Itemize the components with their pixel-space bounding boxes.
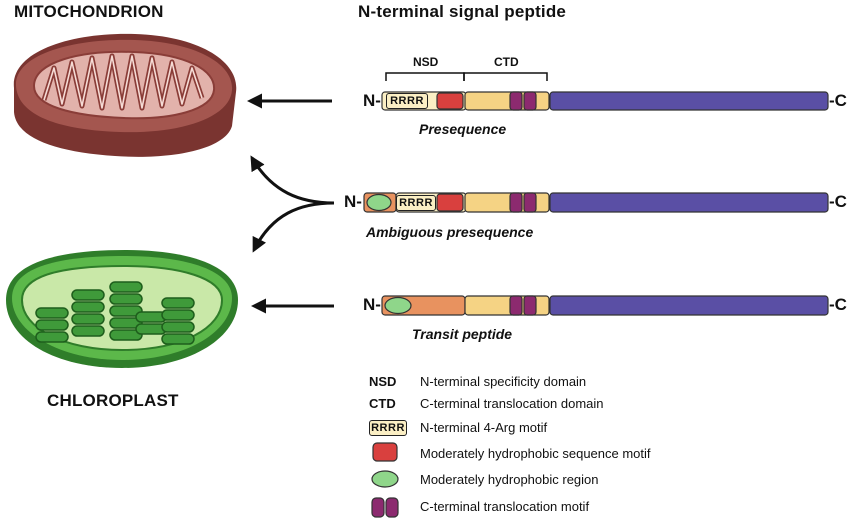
legend-purple-motif-swatch-2	[385, 497, 399, 518]
signal-peptide-heading: N-terminal signal peptide	[358, 2, 567, 21]
presequence-caption: Presequence	[419, 121, 507, 137]
transit-peptide-caption: Transit peptide	[412, 326, 513, 342]
c-terminus-label: -C	[829, 91, 847, 110]
presequence-peptide	[381, 91, 829, 111]
ctd-domain-label: CTD	[494, 55, 519, 69]
mitochondrion-heading: MITOCHONDRION	[14, 2, 164, 21]
chloroplast-illustration	[6, 250, 238, 368]
legend-purple-motif-text: C-terminal translocation motif	[420, 499, 590, 514]
arrow-ambiguous-to-chloroplast	[252, 201, 335, 253]
legend-green-region-text: Moderately hydrophobic region	[420, 472, 599, 487]
legend-ctd-text: C-terminal translocation domain	[420, 396, 604, 411]
c-terminus-label: -C	[829, 192, 847, 211]
legend-ctd-abbr: CTD	[369, 396, 396, 411]
chloroplast-heading: CHLOROPLAST	[47, 391, 179, 410]
legend-rrrr-swatch: RRRR	[369, 420, 407, 436]
domain-brackets	[385, 72, 548, 81]
legend-purple-motif-swatch-1	[371, 497, 385, 518]
ambiguous-presequence-caption: Ambiguous presequence	[366, 224, 534, 240]
n-terminus-label: N-	[363, 91, 381, 110]
transit-peptide	[381, 295, 829, 316]
nsd-domain-label: NSD	[413, 55, 439, 69]
legend-rrrr-text: N-terminal 4-Arg motif	[420, 420, 548, 435]
c-terminus-label: -C	[829, 295, 847, 314]
arrow-ambiguous-to-mitochondrion	[250, 155, 335, 205]
legend-nsd-text: N-terminal specificity domain	[420, 374, 587, 389]
legend-red-motif-text: Moderately hydrophobic sequence motif	[420, 446, 651, 461]
legend-nsd-abbr: NSD	[369, 374, 397, 389]
n-terminus-label: N-	[363, 295, 381, 314]
n-terminus-label: N-	[344, 192, 362, 211]
rrrr-motif: RRRR	[396, 195, 436, 211]
mitochondrion-illustration	[13, 33, 237, 157]
arrows	[247, 93, 335, 314]
rrrr-motif: RRRR	[386, 93, 428, 109]
legend-green-region-swatch	[371, 470, 399, 488]
legend-symbols	[371, 442, 399, 518]
legend-red-motif-swatch	[372, 442, 398, 462]
